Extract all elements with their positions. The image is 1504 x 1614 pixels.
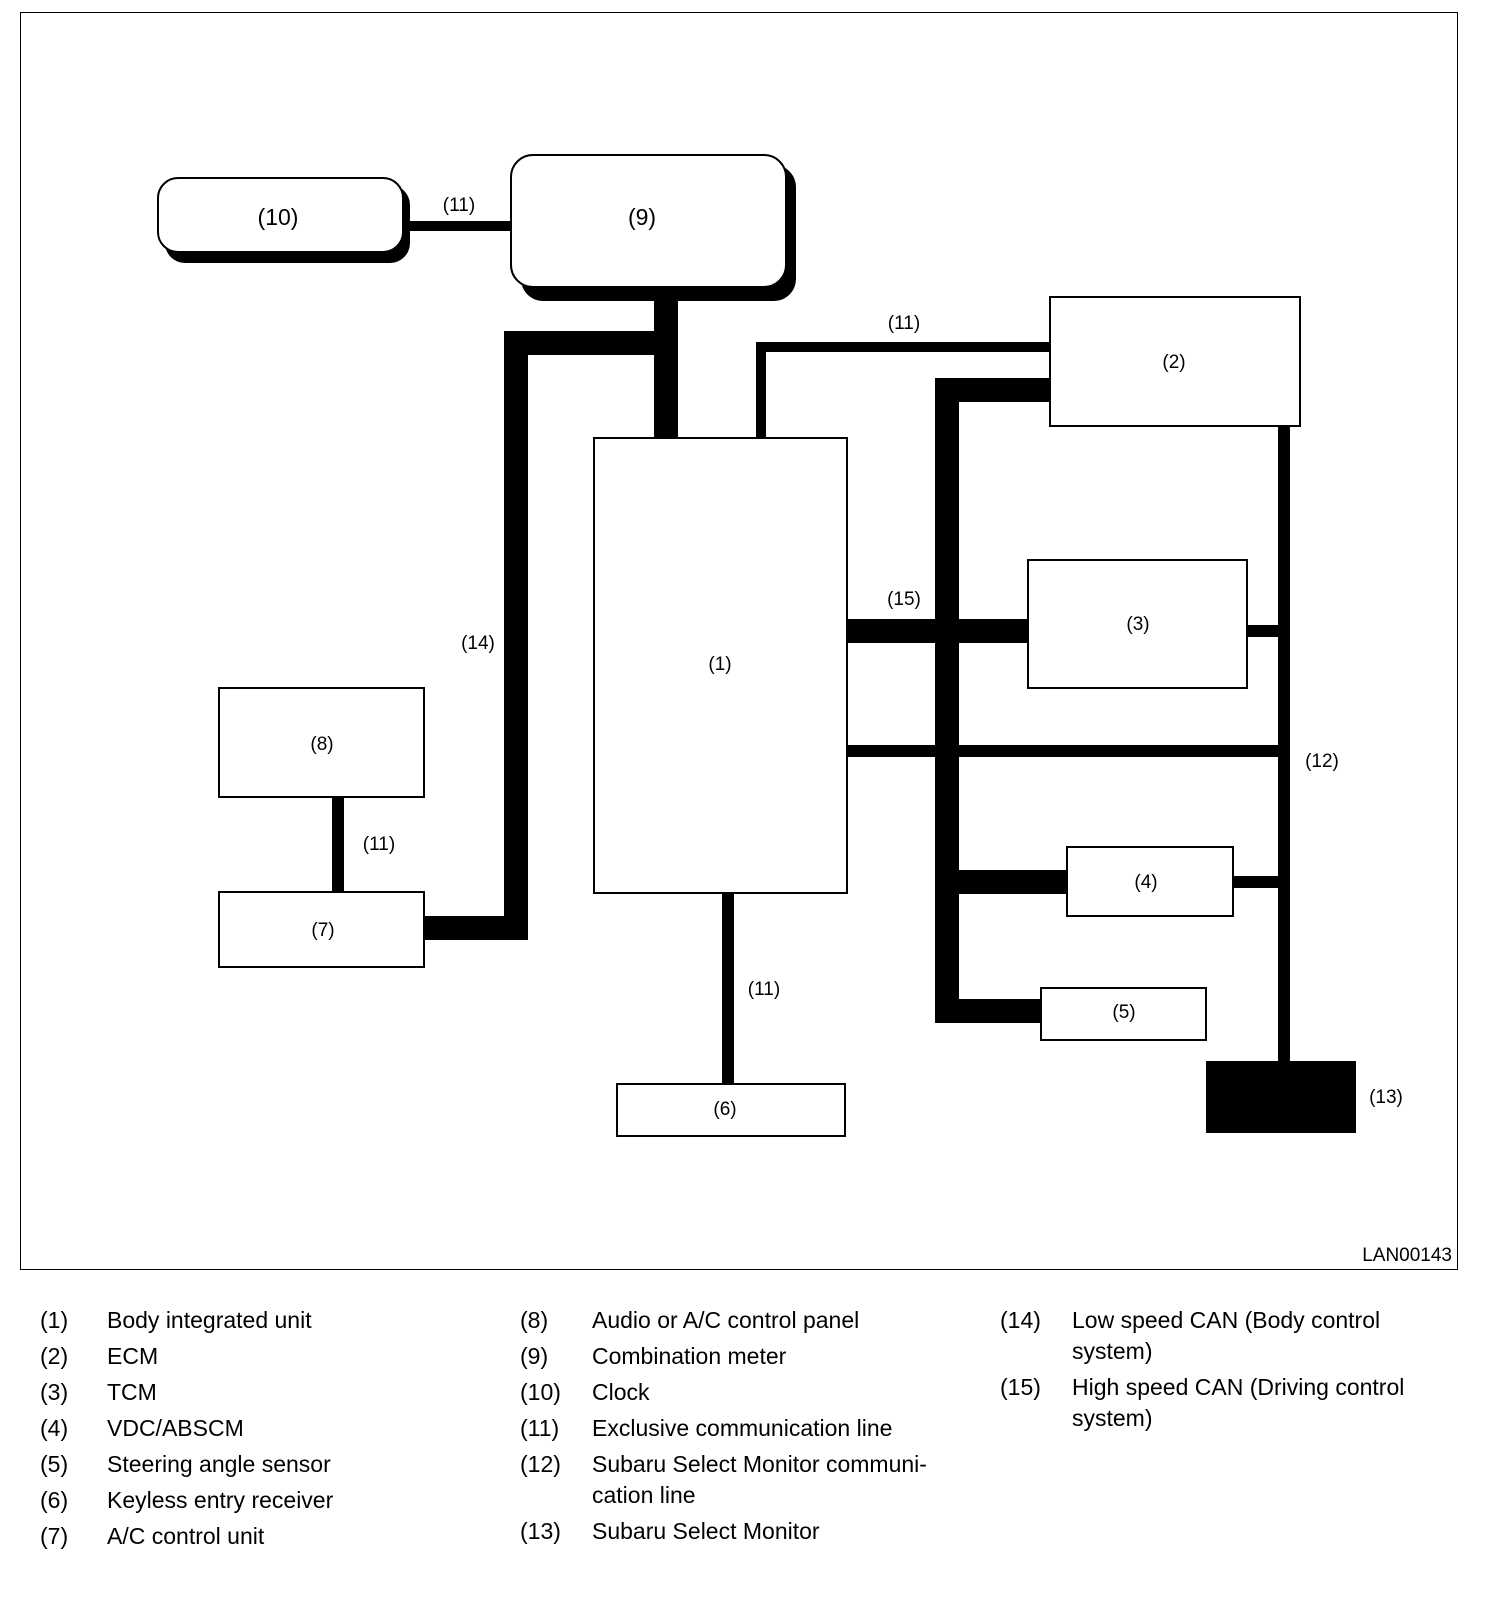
label-n2: (2) (1162, 352, 1185, 373)
legend-column-1: (1) Body integrated unit (2) ECM (3) TCM (4… (40, 1305, 460, 1557)
node-vdc (1066, 846, 1234, 917)
legend-item: (12) Subaru Select Monitor communi-cation… (520, 1449, 970, 1511)
legend-item: (6) Keyless entry receiver (40, 1485, 460, 1516)
node-keyless (616, 1083, 846, 1137)
node-ac-unit (218, 891, 425, 968)
legend-text: Exclusive communication line (592, 1415, 893, 1441)
label-n13: (13) (1369, 1087, 1403, 1108)
legend-num: (6) (40, 1487, 69, 1513)
legend-text: Keyless entry receiver (107, 1487, 334, 1513)
label-n9: (9) (628, 204, 656, 230)
legend-text: VDC/ABSCM (107, 1415, 244, 1441)
node-ecm (1049, 296, 1301, 427)
legend-item: (14) Low speed CAN (Body control system) (1000, 1305, 1460, 1367)
legend-item: (8) Audio or A/C control panel (520, 1305, 970, 1336)
line-label-11-keyless: (11) (748, 979, 780, 1000)
legend-num: (11) (520, 1415, 560, 1441)
label-n7: (7) (311, 920, 334, 941)
node-meter (510, 154, 787, 288)
node-ac-panel (218, 687, 425, 798)
legend-item: (5) Steering angle sensor (40, 1449, 460, 1480)
legend-num: (10) (520, 1379, 561, 1405)
legend-num: (4) (40, 1415, 69, 1441)
legend-text: A/C control unit (107, 1523, 265, 1549)
legend-item: (4) VDC/ABSCM (40, 1413, 460, 1444)
legend-text: ECM (107, 1343, 159, 1369)
label-n8: (8) (310, 734, 333, 755)
node-ssm (1206, 1061, 1356, 1133)
line-label-12: (12) (1305, 751, 1339, 772)
label-n3: (3) (1126, 614, 1149, 635)
legend-num: (7) (40, 1523, 69, 1549)
legend-num: (1) (40, 1307, 69, 1333)
line-label-11-clock: (11) (443, 195, 475, 216)
legend-num: (15) (1000, 1374, 1041, 1400)
line-label-11-ecm: (11) (888, 313, 920, 334)
legend-num: (9) (520, 1343, 549, 1369)
legend-item: (15) High speed CAN (Driving control syst… (1000, 1372, 1460, 1434)
node-labels: (10) (9) (2) (1) (3) (8) (7) (4) (5) (6)… (258, 204, 1403, 1120)
line-label-14: (14) (461, 633, 495, 654)
legend-text: Steering angle sensor (107, 1451, 331, 1477)
legend-num: (14) (1000, 1307, 1041, 1333)
legend-item: (1) Body integrated unit (40, 1305, 460, 1336)
label-n5: (5) (1112, 1002, 1135, 1023)
legend-item: (9) Combination meter (520, 1341, 970, 1372)
legend-text: Body integrated unit (107, 1307, 312, 1333)
label-n6: (6) (713, 1099, 736, 1120)
legend-text: Low speed CAN (Body control system) (1072, 1307, 1381, 1364)
legend-column-2: (8) Audio or A/C control panel (9) Combina… (520, 1305, 970, 1552)
diagram-frame (20, 12, 1458, 1270)
nodes (157, 154, 1356, 1137)
legend-item: (3) TCM (40, 1377, 460, 1408)
figure-code: LAN00143 (1362, 1245, 1452, 1266)
legend-item: (11) Exclusive communication line (520, 1413, 970, 1444)
legend-text: Subaru Select Monitor (592, 1518, 820, 1544)
legend-item: (10) Clock (520, 1377, 970, 1408)
node-steering (1040, 987, 1207, 1041)
line-label-11-panel: (11) (363, 834, 395, 855)
legend-text: High speed CAN (Driving control system) (1072, 1374, 1405, 1431)
legend-item: (2) ECM (40, 1341, 460, 1372)
legend-text: Combination meter (592, 1343, 787, 1369)
label-n1: (1) (708, 654, 731, 675)
legend-num: (3) (40, 1379, 69, 1405)
wire-body-ecm (756, 342, 1050, 438)
legend-text: Audio or A/C control panel (592, 1307, 860, 1333)
legend-text: Clock (592, 1379, 650, 1405)
node-tcm (1027, 559, 1248, 689)
line-labels: (11) (11) (15) (14) (12) (11) (11) (363, 195, 1339, 1000)
label-n4: (4) (1134, 872, 1157, 893)
legend-num: (12) (520, 1451, 561, 1477)
legend-text: Subaru Select Monitor communi-cation lin… (592, 1451, 927, 1508)
line-label-15: (15) (887, 589, 921, 610)
node-body-unit (593, 437, 848, 894)
wires (332, 221, 1290, 1084)
legend-item: (13) Subaru Select Monitor (520, 1516, 970, 1547)
legend-text: TCM (107, 1379, 157, 1405)
legend-num: (5) (40, 1451, 69, 1477)
legend-column-3: (14)Low speed CAN (Body control system) … (1000, 1305, 1460, 1439)
legend-num: (2) (40, 1343, 69, 1369)
legend-num: (8) (520, 1307, 549, 1333)
node-clock (157, 177, 404, 253)
legend-item: (7) A/C control unit (40, 1521, 460, 1552)
legend-num: (13) (520, 1518, 561, 1544)
label-n10: (10) (258, 204, 299, 230)
